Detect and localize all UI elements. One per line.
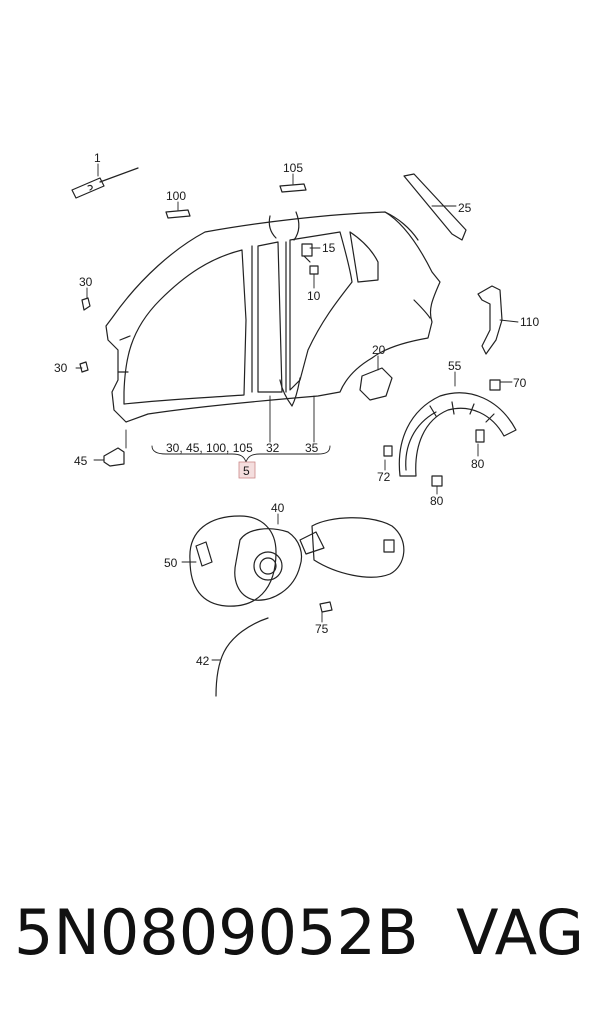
screw-80a-drawing — [475, 429, 485, 443]
callout-42: 42 — [196, 654, 210, 668]
callout-40: 40 — [271, 501, 285, 515]
clip-105-drawing — [279, 183, 307, 193]
clip-70-drawing — [489, 379, 501, 391]
callout-80-lower: 80 — [430, 494, 444, 508]
tool-part-drawing — [71, 167, 139, 199]
parts-diagram: 1 105 100 25 15 10 30 30 110 20 55 70 45… — [54, 151, 539, 697]
callout-labels: 1 105 100 25 15 10 30 30 110 20 55 70 45… — [54, 151, 539, 668]
callout-30-upper: 30 — [79, 275, 93, 289]
callout-32: 32 — [266, 441, 280, 455]
callout-20: 20 — [372, 343, 386, 357]
callout-25: 25 — [458, 201, 472, 215]
wheel-liner-55-drawing — [398, 392, 517, 477]
callout-105: 105 — [283, 161, 303, 175]
callout-35: 35 — [305, 441, 319, 455]
callout-110: 110 — [520, 315, 539, 329]
clip-72-drawing — [383, 445, 393, 457]
callout-45: 45 — [74, 454, 88, 468]
callout-1: 1 — [94, 151, 101, 165]
part-number: 5N0809052B — [14, 896, 419, 969]
strip-25-drawing — [403, 173, 467, 241]
callout-55: 55 — [448, 359, 462, 373]
fuel-door-40-drawing — [189, 515, 405, 607]
callout-50: 50 — [164, 556, 178, 570]
callout-5: 5 — [243, 464, 250, 478]
bracket-45-drawing — [103, 447, 125, 467]
clip-30a-drawing — [81, 297, 91, 311]
bracket-110-drawing — [477, 285, 503, 355]
callout-80-right: 80 — [471, 457, 485, 471]
highlight-box-5 — [238, 461, 256, 479]
callout-15: 15 — [322, 241, 336, 255]
callout-70: 70 — [513, 376, 527, 390]
callout-10: 10 — [307, 289, 321, 303]
cable-42-drawing — [215, 617, 269, 697]
callout-group: 30, 45, 100, 105 — [166, 441, 253, 455]
hinge-50-drawing — [195, 541, 213, 567]
callout-30-lower: 30 — [54, 361, 68, 375]
clip-30b-drawing — [79, 361, 89, 373]
callout-100: 100 — [166, 189, 186, 203]
screw-80b-drawing — [431, 475, 443, 487]
bolt-75-drawing — [319, 601, 333, 613]
fastener-15-drawing — [301, 243, 313, 263]
leader-lines — [75, 163, 519, 661]
callout-75: 75 — [315, 622, 329, 636]
callout-72: 72 — [377, 470, 391, 484]
fastener-10-drawing — [309, 265, 319, 275]
bracket-20-drawing — [359, 367, 393, 401]
brand-label: VAG — [456, 896, 584, 969]
clip-100-drawing — [165, 209, 191, 219]
side-panel-drawing — [105, 211, 441, 423]
